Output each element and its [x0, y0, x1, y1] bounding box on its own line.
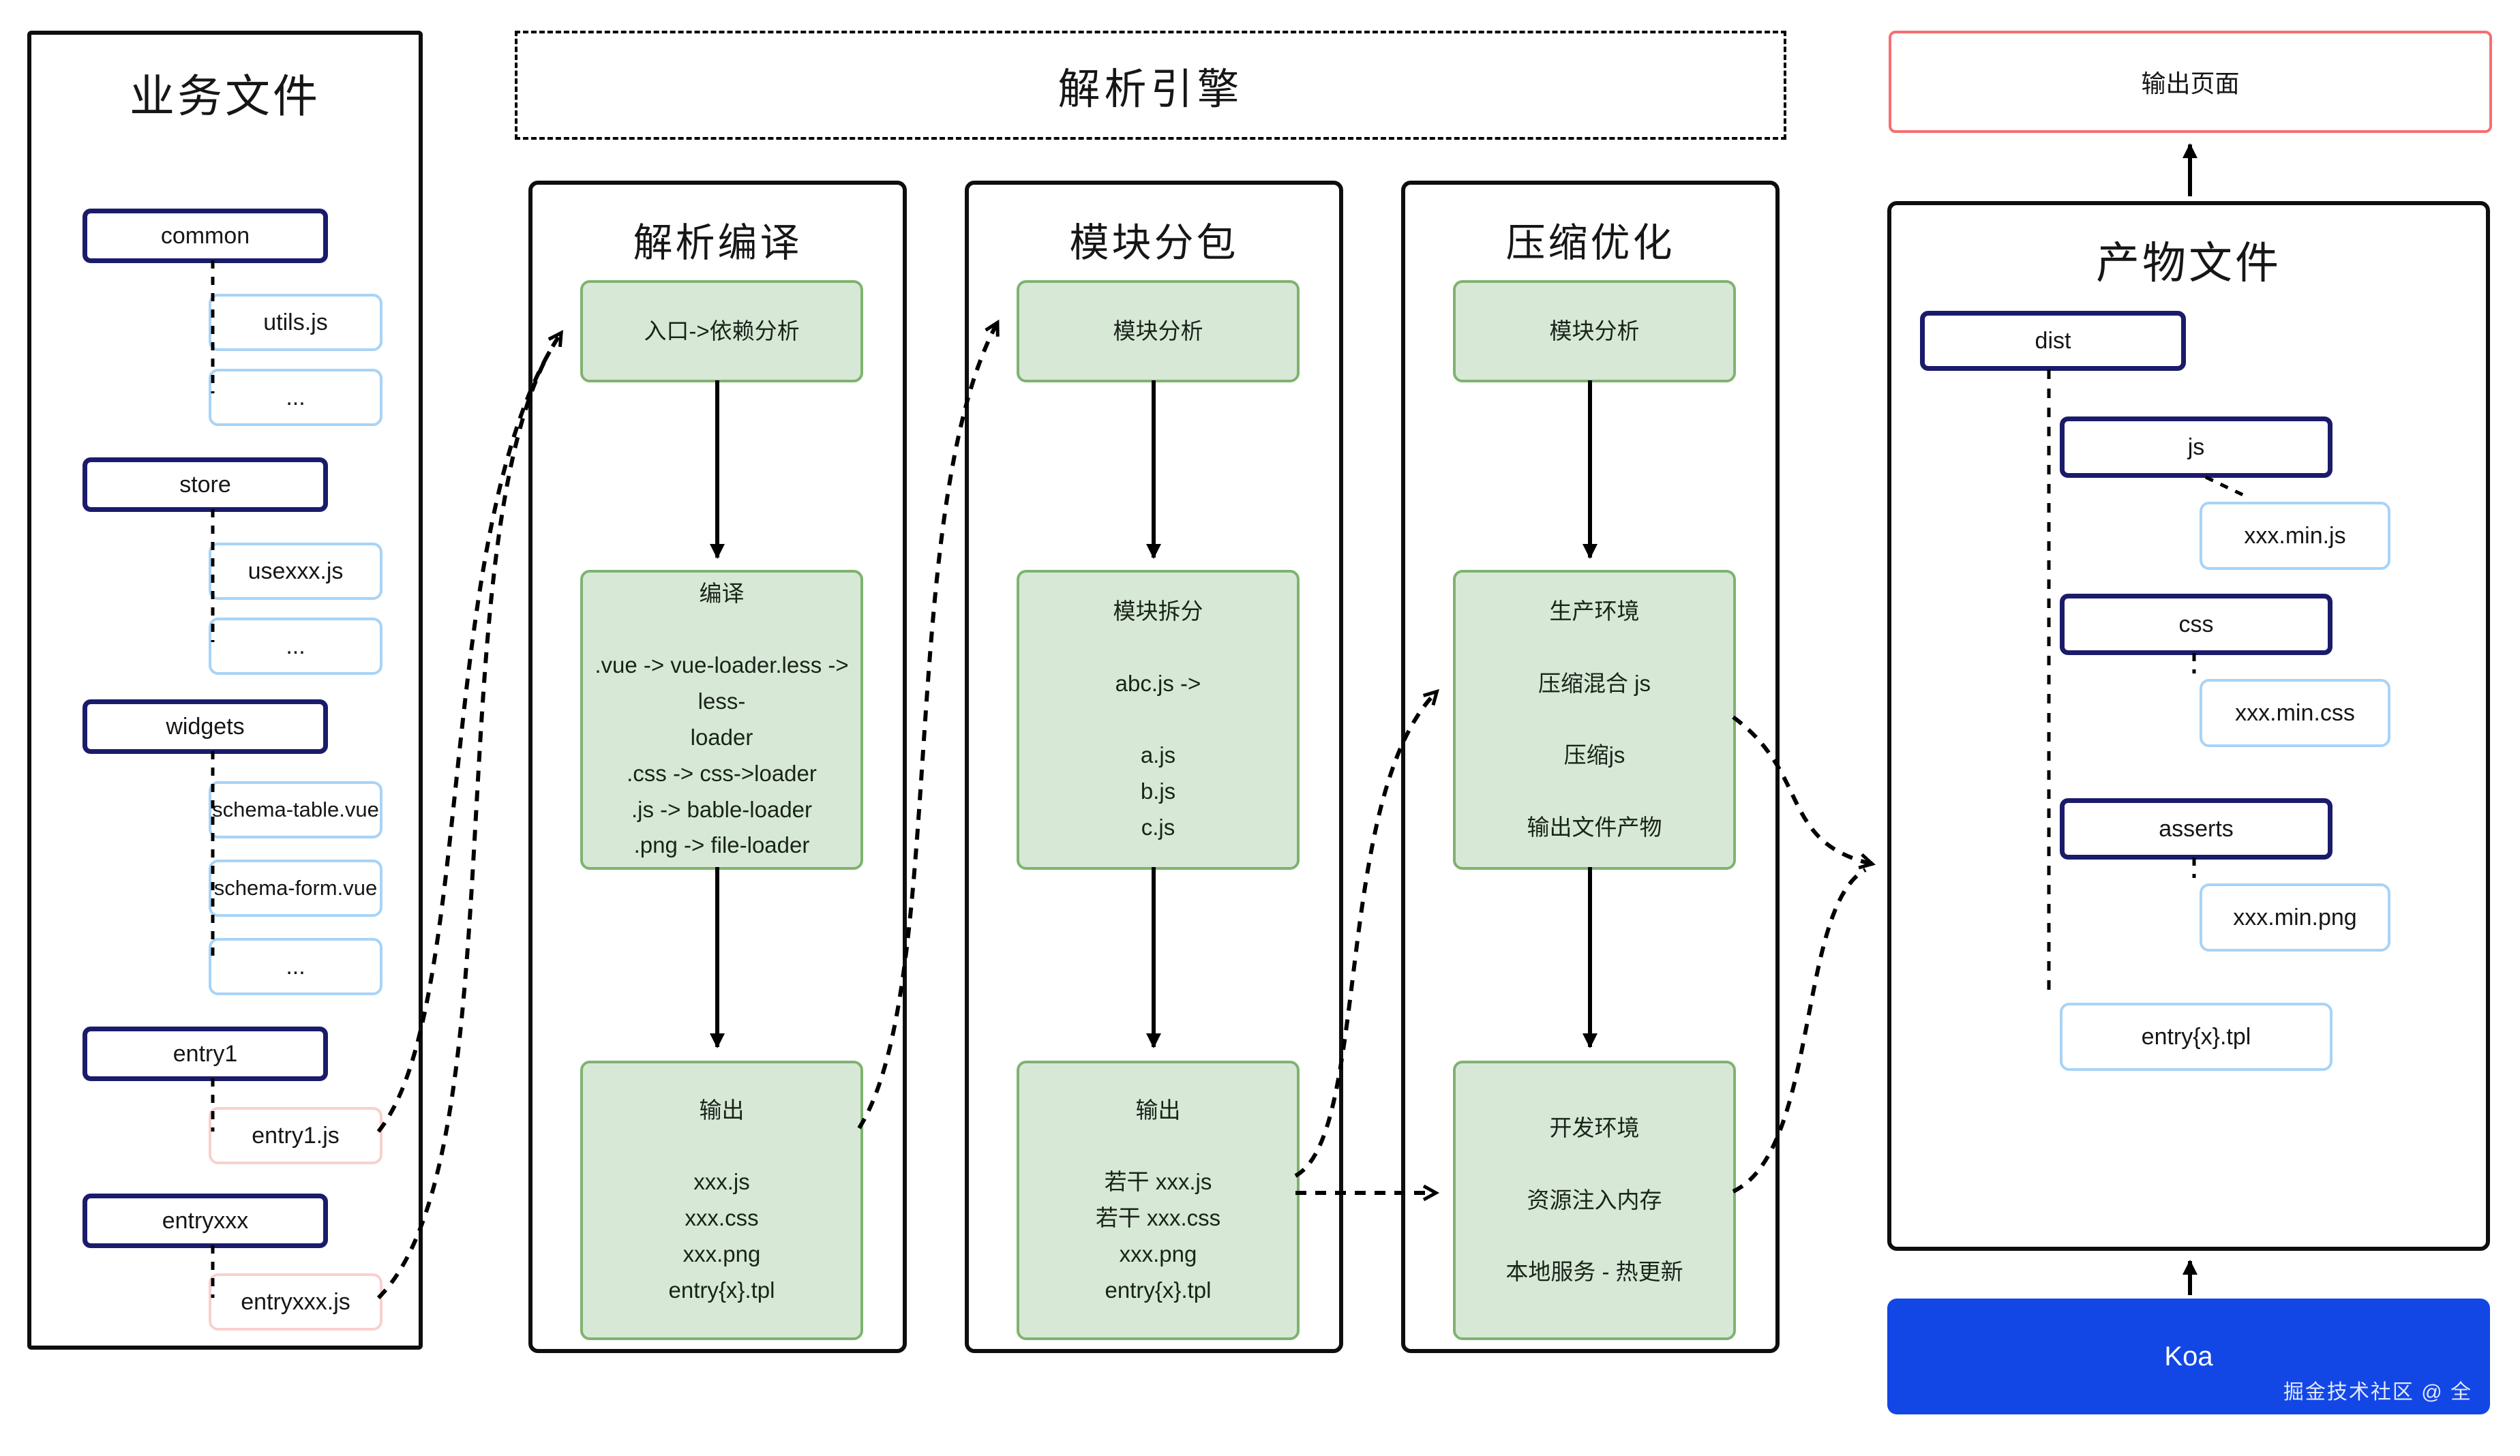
file-more-common: ... [209, 369, 382, 426]
folder-entryxxx: entryxxx [82, 1194, 328, 1248]
file-xxx-min-css: xxx.min.css [2200, 679, 2390, 747]
file-more-widgets: ... [209, 938, 382, 995]
module-split-panel: 模块分包 模块分析 模块拆分 abc.js -> a.js b.js c.js … [965, 181, 1343, 1353]
folder-js: js [2060, 416, 2332, 478]
file-entry1-js: entry1.js [209, 1107, 382, 1164]
file-schema-form-vue: schema-form.vue [209, 860, 382, 917]
step-compile-loaders: 编译 .vue -> vue-loader.less -> less- load… [580, 570, 863, 870]
file-usexxx-js: usexxx.js [209, 543, 382, 600]
output-page-box: 输出页面 [1889, 31, 2492, 133]
file-xxx-min-png: xxx.min.png [2200, 883, 2390, 952]
file-schema-table-vue: schema-table.vue [209, 781, 382, 838]
folder-css: css [2060, 594, 2332, 655]
module-split-title: 模块分包 [1069, 221, 1239, 265]
file-entryxxx-js: entryxxx.js [209, 1273, 382, 1331]
step-split-output: 输出 若干 xxx.js 若干 xxx.css xxx.png entry{x}… [1017, 1061, 1300, 1340]
parse-engine-header: 解析引擎 [515, 31, 1786, 140]
step-module-analysis-compress: 模块分析 [1453, 280, 1736, 382]
folder-store: store [82, 457, 328, 512]
step-module-chunking: 模块拆分 abc.js -> a.js b.js c.js [1017, 570, 1300, 870]
parse-compile-title: 解析编译 [633, 221, 802, 265]
business-files-title: 业务文件 [130, 71, 320, 121]
watermark: 掘金技术社区 @ 全 [2283, 1381, 2472, 1404]
step-development-env: 开发环境 资源注入内存 本地服务 - 热更新 [1453, 1061, 1736, 1340]
product-files-panel: 产物文件 dist js xxx.min.js css xxx.min.css … [1887, 201, 2490, 1251]
folder-common: common [82, 209, 328, 263]
folder-widgets: widgets [82, 699, 328, 754]
step-entry-dependency-analysis: 入口->依赖分析 [580, 280, 863, 382]
folder-dist: dist [1920, 311, 2186, 371]
step-module-analysis-split: 模块分析 [1017, 280, 1300, 382]
file-xxx-min-js: xxx.min.js [2200, 502, 2390, 570]
product-files-title: 产物文件 [2096, 239, 2281, 288]
folder-asserts: asserts [2060, 798, 2332, 860]
folder-entry1: entry1 [82, 1027, 328, 1081]
koa-server-box: Koa 掘金技术社区 @ 全 [1887, 1299, 2490, 1414]
step-production-env: 生产环境 压缩混合 js 压缩js 输出文件产物 [1453, 570, 1736, 870]
business-files-panel: 业务文件 common utils.js ... store usexxx.js… [27, 31, 423, 1350]
file-entry-x-tpl: entry{x}.tpl [2060, 1003, 2332, 1071]
parse-engine-title: 解析引擎 [1058, 66, 1244, 113]
compress-optimize-panel: 压缩优化 模块分析 生产环境 压缩混合 js 压缩js 输出文件产物 开发环境 … [1401, 181, 1780, 1353]
file-more-store: ... [209, 618, 382, 675]
compress-optimize-title: 压缩优化 [1505, 221, 1675, 265]
koa-label: Koa [2164, 1341, 2213, 1371]
parse-compile-panel: 解析编译 入口->依赖分析 编译 .vue -> vue-loader.less… [528, 181, 907, 1353]
step-compile-output: 输出 xxx.js xxx.css xxx.png entry{x}.tpl [580, 1061, 863, 1340]
file-utils-js: utils.js [209, 294, 382, 351]
